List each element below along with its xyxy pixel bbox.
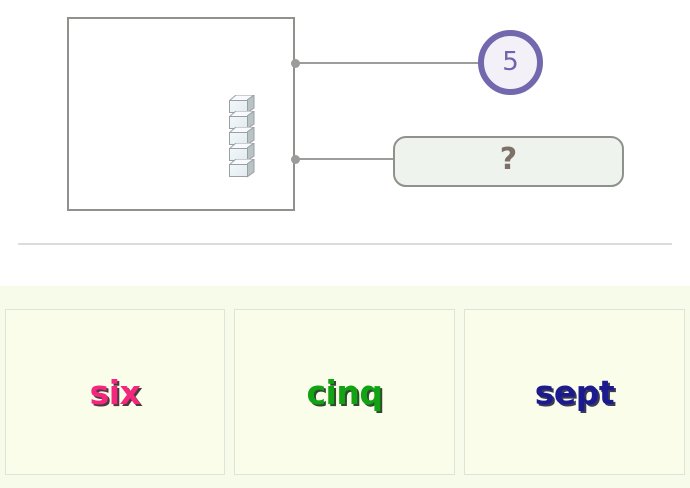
connector-dot-bottom — [291, 155, 300, 164]
cube-block — [229, 127, 255, 146]
cube-tower-illustration — [229, 95, 259, 178]
cube-side-face-icon — [247, 95, 255, 114]
section-divider — [18, 243, 672, 245]
connector-line-top — [296, 62, 480, 64]
choice-card-cinq[interactable]: cinq — [234, 309, 455, 475]
answer-drop-slot[interactable]: ? — [393, 136, 624, 187]
choice-tray: six cinq sept — [0, 286, 690, 488]
cube-block — [229, 111, 255, 130]
choice-word-label: cinq — [306, 372, 384, 412]
count-circle: 5 — [478, 30, 543, 95]
workspace: 5 ? — [67, 17, 624, 211]
question-mark-icon: ? — [499, 141, 518, 177]
cube-side-face-icon — [247, 127, 255, 146]
cube-side-face-icon — [247, 111, 255, 130]
choice-card-six[interactable]: six — [5, 309, 225, 475]
cube-front-face-icon — [229, 164, 248, 177]
picture-frame — [67, 17, 295, 211]
connector-dot-top — [291, 59, 300, 68]
cube-side-face-icon — [247, 143, 255, 162]
cube-side-face-icon — [247, 159, 255, 178]
cube-block — [229, 143, 255, 162]
cube-block — [229, 95, 255, 114]
connector-line-bottom — [296, 158, 394, 160]
cube-block — [229, 159, 255, 178]
count-circle-value: 5 — [502, 46, 519, 77]
choice-card-sept[interactable]: sept — [464, 309, 685, 475]
choice-word-label: six — [89, 372, 141, 412]
choice-word-label: sept — [534, 372, 615, 412]
